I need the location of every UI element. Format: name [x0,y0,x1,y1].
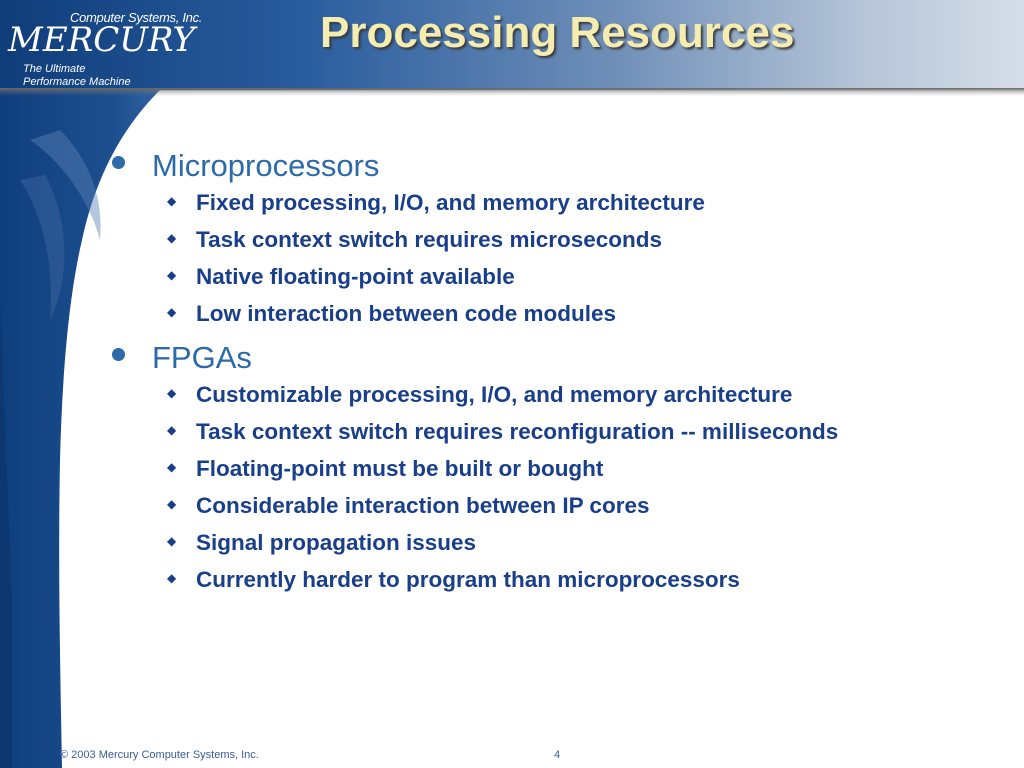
list-item: ◆ Customizable processing, I/O, and memor… [112,382,992,419]
item-label: Customizable processing, I/O, and memory… [196,382,793,407]
section-microprocessors: Microprocessors ◆ Fixed processing, I/O, … [112,146,992,338]
item-label: Task context switch requires reconfigura… [196,419,839,444]
logo-wordmark: MERCURY [8,20,195,60]
section-items-wrapper: ◆ Customizable processing, I/O, and memor… [112,382,992,604]
footer-page-number: 4 [554,749,561,761]
logo-tagline-line2: Performance Machine [23,76,131,88]
item-label: Considerable interaction between IP core… [196,493,650,518]
item-label: Currently harder to program than micropr… [196,567,740,592]
slide-title: Processing Resources [320,8,795,57]
item-label: Task context switch requires microsecond… [196,227,662,252]
item-label: Fixed processing, I/O, and memory archit… [196,190,705,215]
diamond-bullet-icon: ◆ [167,194,177,208]
logo-tagline: The Ultimate Performance Machine [23,63,163,89]
section-heading: FPGAs [112,338,992,382]
list-item: ◆ Considerable interaction between IP cor… [112,493,992,530]
logo-company-text: Computer Systems, Inc. [70,10,203,25]
diamond-bullet-icon: ◆ [167,386,177,400]
section-items-wrapper: ◆ Fixed processing, I/O, and memory archi… [112,190,992,338]
diamond-bullet-icon: ◆ [167,305,177,319]
footer-copyright: © 2003 Mercury Computer Systems, Inc. [60,749,259,761]
list-item: ◆ Currently harder to program than microp… [112,567,992,604]
bullet-content: Microprocessors ◆ Fixed processing, I/O, … [112,146,992,604]
list-item: ◆ Fixed processing, I/O, and memory archi… [112,190,992,227]
item-list: ◆ Customizable processing, I/O, and memor… [112,382,992,604]
section-fpgas: FPGAs ◆ Customizable processing, I/O, and… [112,338,992,604]
item-label: Native floating-point available [196,264,515,289]
item-list: ◆ Fixed processing, I/O, and memory archi… [112,190,992,338]
section-label: Microprocessors [152,148,380,183]
diamond-bullet-icon: ◆ [167,534,177,548]
section-label: FPGAs [152,340,252,375]
item-label: Low interaction between code modules [196,301,617,326]
logo-tagline-line1: The Ultimate [23,63,86,75]
mercury-logo: Computer Systems, Inc. MERCURY The Ultim… [8,10,208,90]
list-item: ◆ Task context switch requires reconfigur… [112,419,992,456]
round-bullet-icon [112,156,125,169]
list-item: ◆ Low interaction between code modules [112,301,992,338]
item-label: Floating-point must be built or bought [196,456,604,481]
list-item: ◆ Signal propagation issues [112,530,992,567]
list-item: ◆ Native floating-point available [112,264,992,301]
header-shadow [0,88,1024,96]
diamond-bullet-icon: ◆ [167,231,177,245]
diamond-bullet-icon: ◆ [167,460,177,474]
list-item: ◆ Floating-point must be built or bought [112,456,992,493]
diamond-bullet-icon: ◆ [167,571,177,585]
diamond-bullet-icon: ◆ [167,423,177,437]
list-item: ◆ Task context switch requires microsecon… [112,227,992,264]
diamond-bullet-icon: ◆ [167,497,177,511]
diamond-bullet-icon: ◆ [167,268,177,282]
header-band [0,0,1024,90]
round-bullet-icon [112,348,125,361]
item-label: Signal propagation issues [196,530,477,555]
section-heading: Microprocessors [112,146,992,190]
